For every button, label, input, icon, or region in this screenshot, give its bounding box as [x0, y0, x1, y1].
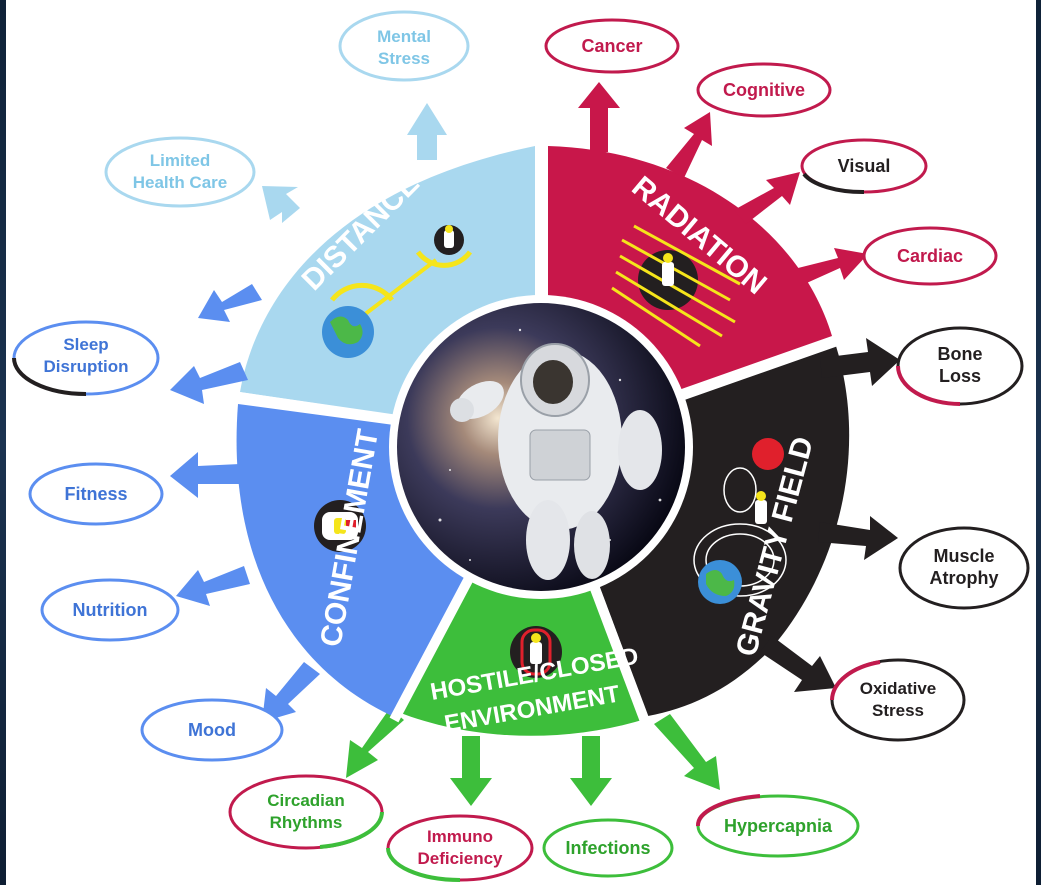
arrow-oxidative-stress	[760, 636, 836, 692]
arrow-cardiac	[790, 248, 868, 286]
svg-text:Nutrition: Nutrition	[73, 600, 148, 620]
arrow-nutrition	[176, 566, 250, 606]
svg-text:Visual: Visual	[838, 156, 891, 176]
label-oxidative-stress: Oxidative Stress	[830, 658, 966, 742]
svg-text:Cardiac: Cardiac	[897, 246, 963, 266]
arrow-muscle-atrophy	[818, 516, 898, 560]
gravity-planets-astronaut-icon	[693, 438, 787, 604]
svg-text:Limited: Limited	[150, 151, 210, 170]
label-bone-loss: Bone Loss	[896, 326, 1024, 406]
astronaut-spacewalk-photo	[389, 295, 693, 599]
arrow-mood	[262, 662, 320, 722]
earth-to-astronaut-tether-icon	[322, 225, 473, 358]
label-cardiac: Cardiac	[862, 226, 998, 286]
label-circadian-rhythms: Circadian Rhythms	[228, 774, 384, 850]
arrow-cognitive	[666, 112, 712, 178]
label-visual: Visual	[800, 138, 928, 195]
arrow-infections	[570, 736, 612, 806]
svg-text:Health Care: Health Care	[133, 173, 227, 192]
arrow-circadian-rhythms	[346, 708, 404, 778]
svg-text:Infections: Infections	[565, 838, 650, 858]
label-cancer: Cancer	[544, 18, 680, 74]
arrow-bone-loss	[820, 338, 900, 386]
svg-text:Hypercapnia: Hypercapnia	[724, 816, 833, 836]
svg-text:Mood: Mood	[188, 720, 236, 740]
arrow-visual	[734, 172, 800, 224]
svg-text:Deficiency: Deficiency	[417, 849, 503, 868]
astronaut-figure	[450, 343, 662, 580]
svg-text:Mental: Mental	[377, 27, 431, 46]
arrow-fitness	[170, 452, 240, 498]
svg-text:Muscle: Muscle	[933, 546, 994, 566]
svg-text:Oxidative: Oxidative	[860, 679, 937, 698]
arrow-sleep-disruption	[170, 362, 248, 404]
label-immuno-deficiency: Immuno Deficiency	[386, 814, 534, 882]
arrow-immuno-deficiency	[450, 736, 492, 806]
label-mental-stress: Mental Stress	[338, 10, 470, 82]
svg-text:Disruption: Disruption	[44, 357, 129, 376]
label-muscle-atrophy: Muscle Atrophy	[898, 526, 1030, 610]
svg-text:Immuno: Immuno	[427, 827, 493, 846]
label-fitness: Fitness	[28, 462, 164, 526]
svg-text:Circadian: Circadian	[267, 791, 344, 810]
label-hypercapnia: Hypercapnia	[696, 794, 860, 858]
label-cognitive: Cognitive	[696, 62, 832, 118]
arrow-cancer	[578, 82, 620, 152]
label-nutrition: Nutrition	[40, 578, 180, 642]
svg-text:Rhythms: Rhythms	[270, 813, 343, 832]
svg-text:Cancer: Cancer	[581, 36, 642, 56]
arrow-mental-stress	[407, 103, 447, 160]
confined-astronaut-icon	[314, 500, 366, 552]
svg-text:Fitness: Fitness	[64, 484, 127, 504]
label-infections: Infections	[542, 818, 674, 878]
label-limited-health-care: Limited Health Care	[104, 136, 256, 208]
svg-text:Atrophy: Atrophy	[930, 568, 999, 588]
capsule-astronaut-icon	[510, 626, 562, 678]
label-sleep-disruption: Sleep Disruption	[12, 320, 160, 396]
svg-text:Cognitive: Cognitive	[723, 80, 805, 100]
arrow-hypercapnia	[654, 714, 720, 790]
svg-text:Sleep: Sleep	[63, 335, 108, 354]
arrow-limited-health-care	[262, 186, 300, 223]
svg-text:Stress: Stress	[872, 701, 924, 720]
radiation-rays-astronaut-icon	[611, 224, 741, 348]
label-mood: Mood	[140, 698, 284, 762]
svg-text:Stress: Stress	[378, 49, 430, 68]
svg-text:Bone: Bone	[938, 344, 983, 364]
svg-text:Loss: Loss	[939, 366, 981, 386]
